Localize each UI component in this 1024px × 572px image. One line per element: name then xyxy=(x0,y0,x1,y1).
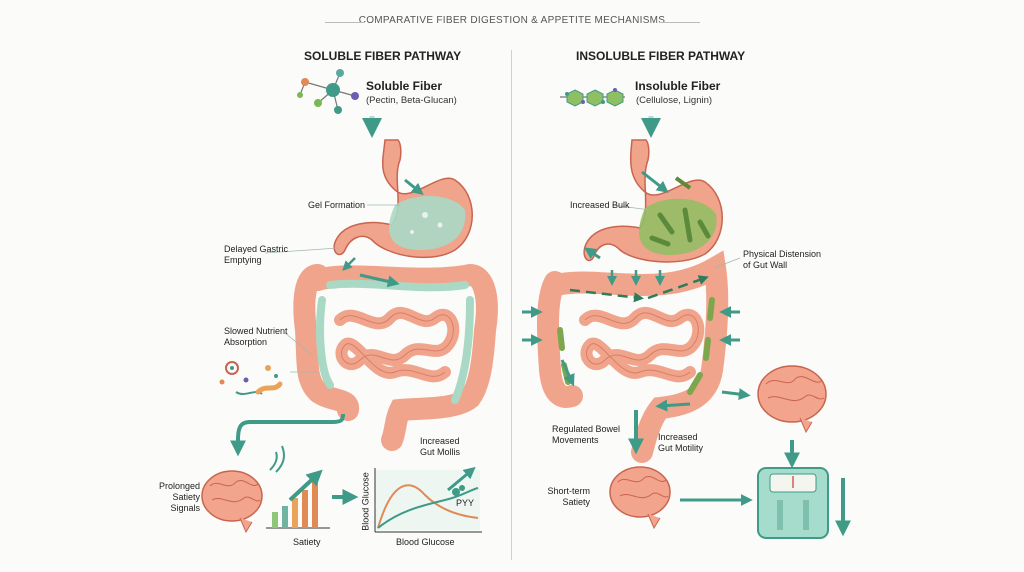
insoluble-motility-line-2: Gut Motility xyxy=(658,443,704,453)
soluble-to-brain-arrow xyxy=(230,413,345,457)
title-rule-right xyxy=(660,22,700,23)
delayed-emptying-label: Delayed Gastric Emptying xyxy=(224,244,288,266)
satiety-axis-label: Satiety xyxy=(293,537,321,547)
bowel-line-1: Regulated Bowel xyxy=(552,424,621,434)
soluble-intestine xyxy=(293,257,498,451)
gel-formation-label: Gel Formation xyxy=(308,200,366,210)
increased-bulk-label: Increased Bulk xyxy=(570,200,630,210)
prolonged-satiety-line-3: Signals xyxy=(170,503,200,513)
pathway-divider xyxy=(511,50,512,560)
blood-glucose-chart xyxy=(374,466,482,533)
satiety-bar-chart xyxy=(266,469,330,529)
insoluble-brain-small-icon xyxy=(609,466,671,530)
delayed-emptying-line-2: Emptying xyxy=(224,255,262,265)
distension-line-2: of Gut Wall xyxy=(743,260,788,270)
insoluble-fiber-name: Insoluble Fiber xyxy=(635,79,721,93)
slowed-absorption-line-2: Absorption xyxy=(224,337,268,347)
prolonged-satiety-label: Prolonged Satiety Signals xyxy=(156,481,200,514)
slowed-absorption-line-1: Slowed Nutrient xyxy=(224,326,288,336)
delayed-emptying-line-1: Delayed Gastric xyxy=(224,244,289,254)
title-rule-left xyxy=(325,22,365,23)
insoluble-fiber-examples: (Cellulose, Lignin) xyxy=(636,95,713,106)
insoluble-motility-line-1: Increased xyxy=(658,432,698,442)
insoluble-brain-large-icon xyxy=(757,365,827,434)
pyy-label: PYY xyxy=(456,498,475,508)
gut-motility-line-1: Increased xyxy=(420,436,460,446)
soluble-molecule-icon xyxy=(297,69,359,114)
distension-label: Physical Distension of Gut Wall xyxy=(743,249,821,271)
gut-motility-label-insoluble: Increased Gut Motility xyxy=(658,432,703,454)
weight-scale-icon xyxy=(757,467,829,539)
prolonged-satiety-line-1: Prolonged xyxy=(158,481,200,491)
distension-line-1: Physical Distension xyxy=(743,249,822,259)
gut-motility-label-soluble: Increased Gut Mollis xyxy=(420,436,460,458)
soluble-pathway-heading: SOLUBLE FIBER PATHWAY xyxy=(304,49,462,63)
glucose-x-axis-label: Blood Glucose xyxy=(396,537,455,547)
short-term-line-2: Satiety xyxy=(562,497,590,507)
glucose-y-axis-label: Blood Glucose xyxy=(360,472,371,531)
short-term-line-1: Short-term xyxy=(547,486,590,496)
prolonged-satiety-line-2: Satiety xyxy=(172,492,200,502)
slowed-absorption-label: Slowed Nutrient Absorption xyxy=(224,326,288,348)
soluble-brain-icon xyxy=(201,445,285,534)
nutrient-molecules-icon xyxy=(219,361,283,395)
insoluble-pathway-heading: INSOLUBLE FIBER PATHWAY xyxy=(576,49,746,63)
bowel-line-2: Movements xyxy=(552,435,599,445)
gut-motility-line-2: Gut Mollis xyxy=(420,447,461,457)
short-term-satiety-label: Short-term Satiety xyxy=(544,486,590,508)
bowel-movements-label: Regulated Bowel Movements xyxy=(552,424,620,446)
soluble-stomach xyxy=(333,139,473,259)
soluble-fiber-examples: (Pectin, Beta-Glucan) xyxy=(366,95,457,106)
page-title: COMPARATIVE FIBER DIGESTION & APPETITE M… xyxy=(358,15,666,26)
insoluble-stomach xyxy=(583,139,723,263)
soluble-fiber-name: Soluble Fiber xyxy=(366,79,443,93)
insoluble-intestine xyxy=(537,247,729,463)
insoluble-molecule-icon xyxy=(560,88,625,107)
